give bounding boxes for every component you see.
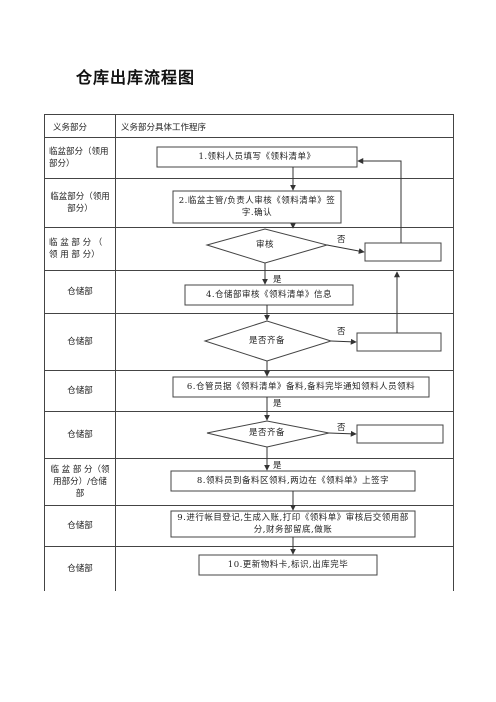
- header-procedure: 义务部分具体工作程序: [121, 123, 207, 133]
- row-department: 仓储部: [67, 521, 93, 531]
- decision-complete-1-text: 是否齐备: [248, 336, 285, 346]
- step-4-text: 4.仓储部审核《领料清单》信息: [205, 290, 333, 300]
- column-divider: [115, 115, 116, 591]
- decision-review-text: 审核: [255, 240, 274, 250]
- step-box-1: [156, 146, 358, 168]
- row-department: 临盆部分（领用部分）: [49, 147, 109, 169]
- step-10-text: 10.更新物料卡,标识,出库完毕: [227, 560, 349, 570]
- row-department: 仓储部: [67, 287, 93, 297]
- reject-box-1: [364, 242, 442, 262]
- table-row: 仓储部: [45, 314, 453, 371]
- yes-label: 是: [273, 399, 282, 409]
- yes-label: 是: [273, 275, 282, 285]
- table-row: 临 盆 部 分 （ 领 用 部 分）: [45, 228, 453, 271]
- table-row: 临盆部分（领用部分）: [45, 138, 453, 179]
- page-title: 仓库出库流程图: [76, 68, 196, 87]
- step-box-4: [184, 284, 354, 306]
- table-row: 临 盆 部 分（领用部分）/仓储部: [45, 459, 453, 506]
- flowchart-diagram: [156, 146, 444, 576]
- no-label: 否: [337, 423, 346, 433]
- row-department: 临 盆 部 分 （ 领 用 部 分）: [49, 238, 103, 260]
- no-label: 否: [337, 235, 346, 245]
- reject-box-3: [356, 424, 444, 444]
- table-row: 仓储部: [45, 412, 453, 459]
- decision-complete-2-text: 是否齐备: [248, 428, 285, 438]
- yes-label: 是: [273, 461, 282, 471]
- row-department: 仓储部: [67, 337, 93, 347]
- step-9-text: 9.进行帐目登记,生成入账,打印《领料单》审核后交领用部分,财务部留底,做账: [177, 513, 409, 535]
- step-box-2: [172, 190, 342, 224]
- step-2-text: 2.临盆主管/负责人审核《领料清单》签字.确认: [178, 196, 336, 218]
- table-row: 临盆部分（领用部分）: [45, 179, 453, 228]
- step-box-10: [198, 554, 378, 576]
- no-label: 否: [337, 327, 346, 337]
- row-department: 仓储部: [67, 386, 93, 396]
- row-department: 仓储部: [67, 430, 93, 440]
- step-1-text: 1.领料人员填写《领料清单》: [198, 152, 316, 162]
- reject-box-2: [356, 332, 442, 352]
- flow-table: 义务部分 义务部分具体工作程序 临盆部分（领用部分） 临盆部分（领用部分） 临 …: [44, 114, 454, 591]
- row-department: 临盆部分（领用部分）: [50, 192, 110, 214]
- header-row: 义务部分 义务部分具体工作程序: [45, 115, 453, 138]
- step-8-text: 8.领料员到备料区领料,两边在《领料单》上签字: [196, 476, 390, 486]
- header-department: 义务部分: [53, 123, 88, 133]
- table-row: 仓储部: [45, 371, 453, 412]
- table-row: 仓储部: [45, 271, 453, 314]
- row-department: 临 盆 部 分（领用部分）/仓储部: [50, 465, 110, 499]
- table-row: 仓储部: [45, 547, 453, 591]
- table-row: 仓储部: [45, 506, 453, 547]
- step-6-text: 6.仓管员据《领料清单》备料,备料完毕通知领料人员领料: [186, 382, 416, 392]
- row-department: 仓储部: [67, 564, 93, 574]
- step-box-6: [172, 376, 430, 398]
